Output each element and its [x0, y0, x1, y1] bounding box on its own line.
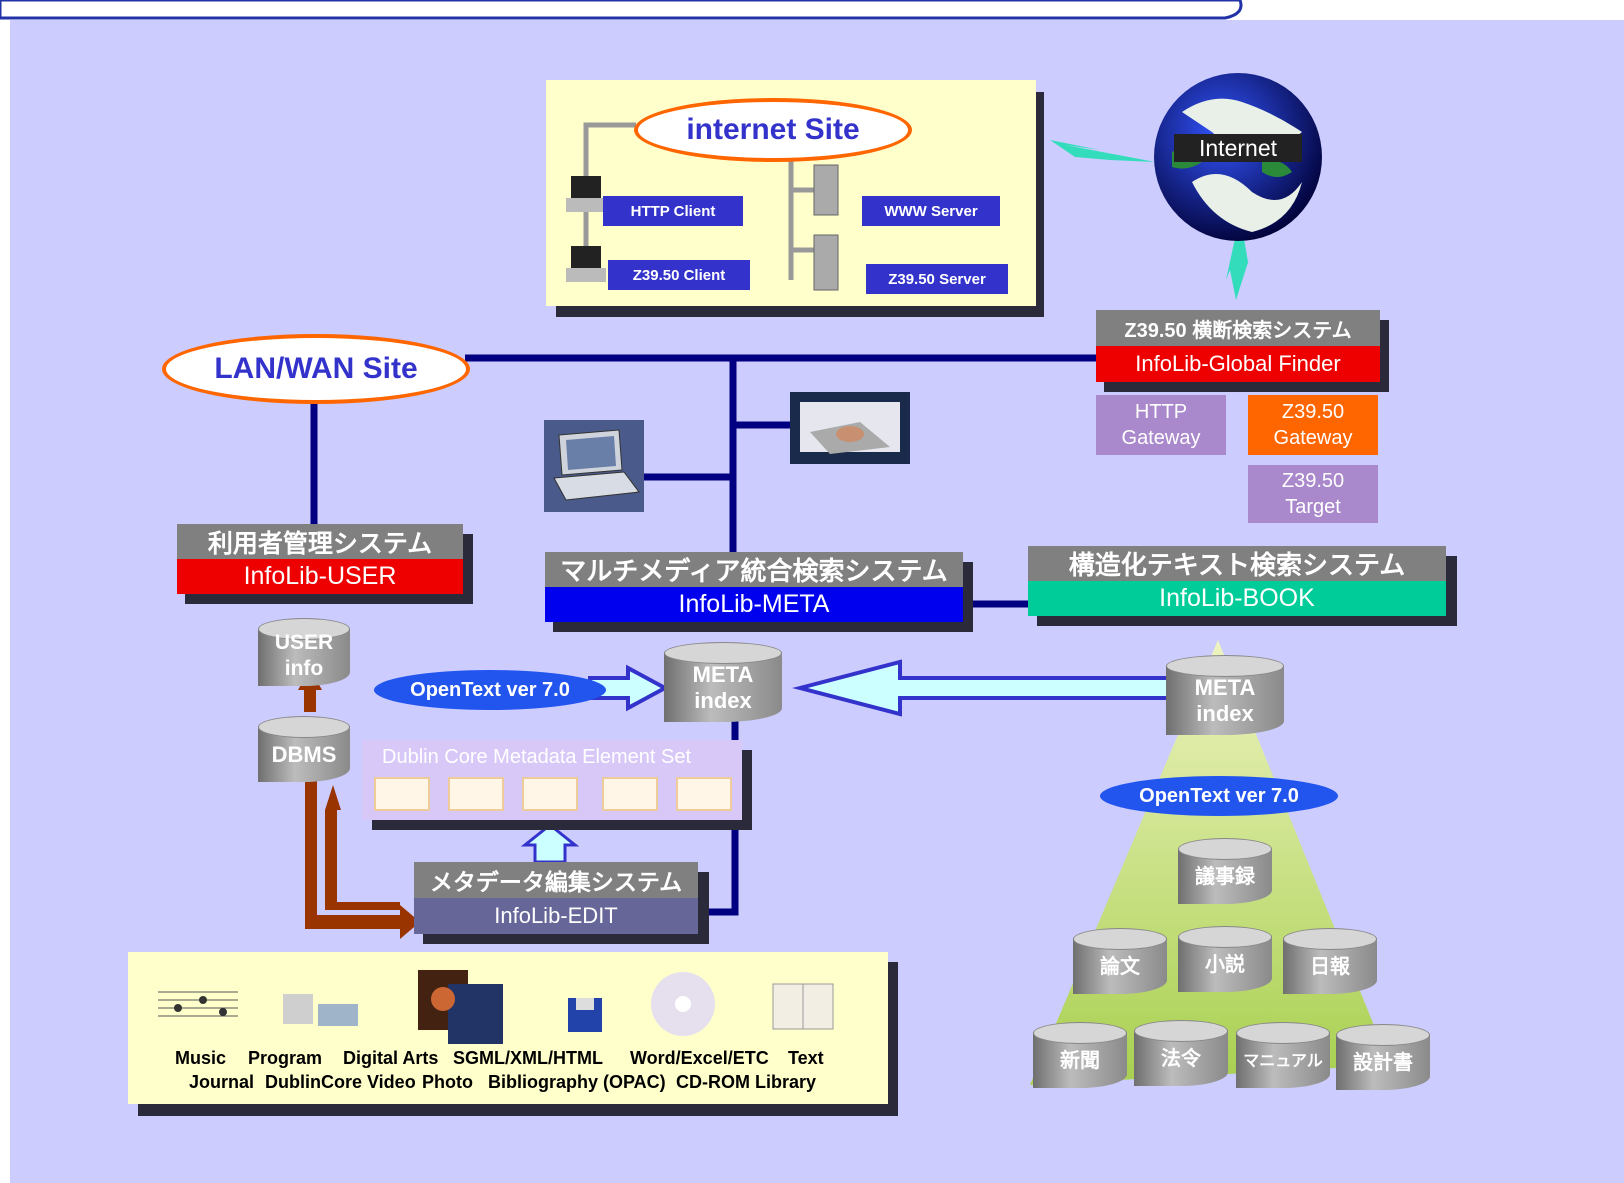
user-info-db: USER info — [258, 618, 350, 686]
meta-index-right-line2: index — [1196, 701, 1254, 726]
hands-keyboard-icon — [800, 402, 900, 454]
http-gateway-line1: HTTP — [1134, 401, 1188, 423]
user-system-name: InfoLib-USER — [177, 559, 463, 594]
pyramid-middle-1: 論文 — [1100, 956, 1140, 978]
media-journal: Journal — [189, 1072, 255, 1092]
opentext-left-label: OpenText ver 7.0 — [374, 670, 606, 710]
cd-rom-icon — [651, 972, 715, 1036]
edit-system-name: InfoLib-EDIT — [414, 898, 698, 934]
metadata-card-3 — [522, 777, 578, 811]
http-client-label: HTTP Client — [603, 196, 743, 226]
media-icons — [158, 970, 834, 1044]
laptop-icon — [553, 429, 640, 501]
pyramid-bottom-2: 法令 — [1161, 1048, 1201, 1070]
pyramid-db-daily: 日報 — [1283, 928, 1377, 994]
media-program: Program — [248, 1048, 323, 1068]
meta-index-right-line1: META — [1194, 675, 1256, 700]
metadata-card-1 — [374, 777, 430, 811]
http-gateway-line2: Gateway — [1121, 427, 1201, 449]
meta-index-center-line1: META — [692, 662, 754, 687]
media-cdrom-library: CD-ROM Library — [676, 1072, 817, 1092]
z3950-server-label: Z39.50 Server — [866, 264, 1008, 294]
www-server-label: WWW Server — [862, 196, 1000, 226]
meta-system-name: InfoLib-META — [545, 587, 963, 622]
meta-index-center-db: META index — [664, 642, 782, 722]
internet-label: Internet — [1174, 134, 1302, 162]
book-system-title: 構造化テキスト検索システム — [1028, 546, 1446, 581]
global-finder-title: Z39.50 横断検索システム — [1096, 310, 1380, 346]
global-finder-box: Z39.50 横断検索システム InfoLib-Global Finder — [1096, 310, 1380, 382]
z3950-gateway-box: Z39.50 Gateway — [1248, 395, 1378, 455]
edit-system-title: メタデータ編集システム — [414, 862, 698, 898]
http-gateway-box: HTTP Gateway — [1096, 395, 1226, 455]
media-dublincore: DublinCore — [265, 1072, 362, 1092]
internet-site-title: internet Site — [634, 98, 912, 162]
user-system-box: 利用者管理システム InfoLib-USER — [177, 524, 463, 594]
laptop-image — [544, 420, 644, 512]
media-bibliography: Bibliography (OPAC) — [488, 1072, 666, 1092]
dbms-label: DBMS — [271, 742, 337, 767]
pyramid-db-design: 設計書 — [1336, 1024, 1430, 1090]
floppy-disk-icon — [568, 998, 602, 1032]
program-media-icon — [283, 994, 358, 1026]
media-photo: Photo — [422, 1072, 473, 1092]
z3950-client-label: Z39.50 Client — [608, 260, 750, 290]
media-panel: Music Program Digital Arts SGML/XML/HTML… — [128, 952, 888, 1104]
pyramid-db-papers: 論文 — [1073, 928, 1167, 994]
internet-site-tree-lines — [566, 122, 839, 291]
internet-globe: Internet — [1152, 72, 1324, 242]
edit-system-box: メタデータ編集システム InfoLib-EDIT — [414, 862, 698, 934]
user-system-title: 利用者管理システム — [177, 524, 463, 559]
media-digital-arts: Digital Arts — [343, 1048, 439, 1068]
pyramid-top-label: 議事録 — [1195, 866, 1255, 888]
book-system-name: InfoLib-BOOK — [1028, 581, 1446, 616]
meta-index-center-line2: index — [694, 688, 752, 713]
meta-system-title: マルチメディア統合検索システム — [545, 552, 963, 587]
pyramid-bottom-3: マニュアル — [1243, 1053, 1323, 1070]
pyramid-db-minutes: 議事録 — [1178, 838, 1272, 904]
dbms-db: DBMS — [258, 716, 350, 782]
user-info-line1: USER — [274, 631, 334, 654]
dublin-core-title: Dublin Core Metadata Element Set — [382, 746, 692, 768]
global-finder-name: InfoLib-Global Finder — [1096, 346, 1380, 382]
book-system-box: 構造化テキスト検索システム InfoLib-BOOK — [1028, 546, 1446, 616]
pyramid-db-novels: 小説 — [1178, 926, 1272, 992]
pyramid-middle-3: 日報 — [1310, 956, 1350, 978]
metadata-card-2 — [448, 777, 504, 811]
z3950-target-line1: Z39.50 — [1281, 470, 1345, 492]
music-score-icon — [158, 991, 238, 1017]
z3950-target-line2: Target — [1285, 496, 1341, 518]
meta-system-box: マルチメディア統合検索システム InfoLib-META — [545, 552, 963, 622]
top-banner — [0, 0, 1624, 20]
media-text: Text — [788, 1048, 824, 1068]
metadata-card-5 — [676, 777, 732, 811]
z3950-gateway-line2: Gateway — [1273, 427, 1353, 449]
pyramid-db-laws: 法令 — [1134, 1020, 1228, 1086]
media-office: Word/Excel/ETC — [630, 1048, 769, 1068]
z3950-gateway-line1: Z39.50 — [1281, 401, 1345, 423]
lan-wan-site-title: LAN/WAN Site — [162, 334, 470, 404]
pyramid-middle-2: 小説 — [1205, 954, 1245, 976]
dublin-core-panel: Dublin Core Metadata Element Set — [362, 740, 742, 820]
media-video: Video — [367, 1072, 416, 1092]
digital-arts-icon — [418, 970, 503, 1044]
pyramid-db-manual: マニュアル — [1236, 1022, 1330, 1088]
user-info-line2: info — [284, 657, 324, 680]
open-book-icon — [772, 983, 834, 1030]
pyramid-db-newspaper: 新聞 — [1033, 1022, 1127, 1088]
media-music: Music — [175, 1048, 227, 1068]
pyramid-bottom-1: 新聞 — [1060, 1050, 1100, 1072]
meta-index-right-db: META index — [1166, 655, 1284, 735]
media-sgml: SGML/XML/HTML — [453, 1048, 603, 1068]
opentext-right-label: OpenText ver 7.0 — [1100, 776, 1338, 816]
pyramid-bottom-4: 設計書 — [1353, 1052, 1413, 1074]
workstation-image — [790, 392, 910, 464]
metadata-card-4 — [602, 777, 658, 811]
z3950-target-box: Z39.50 Target — [1248, 465, 1378, 523]
